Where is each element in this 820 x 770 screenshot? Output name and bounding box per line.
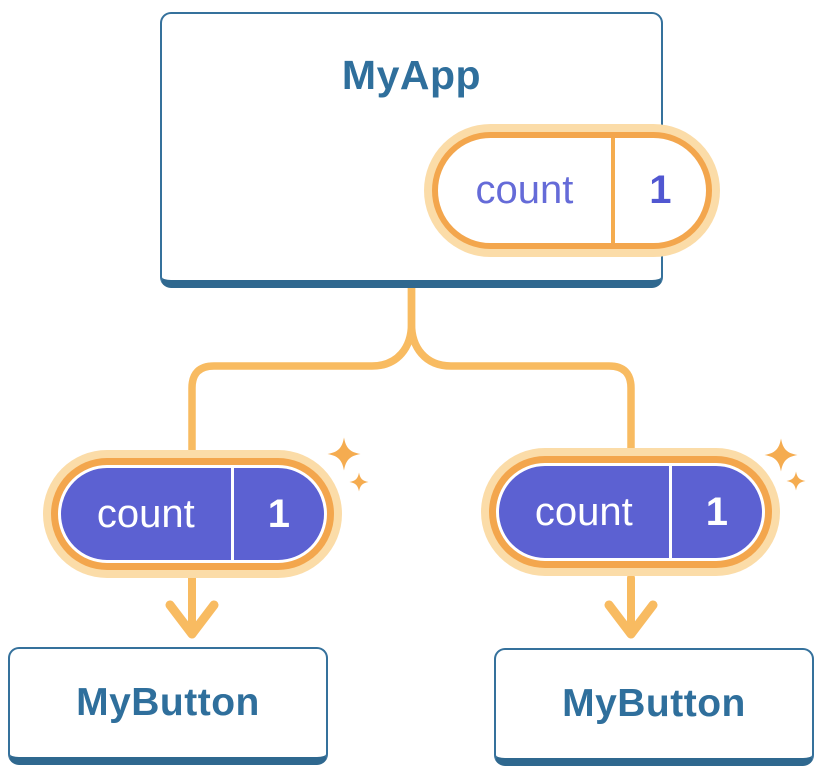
- state-name-label: count: [475, 168, 574, 212]
- myapp-title: MyApp: [341, 52, 482, 98]
- left-mybutton-card: MyButton: [8, 647, 328, 765]
- sparkle-icon: [327, 437, 361, 471]
- connector-left-branch: [188, 284, 416, 472]
- arrow-down-left-icon: [165, 574, 219, 639]
- state-name-label: count: [534, 489, 633, 534]
- state-value-label: 1: [668, 466, 762, 558]
- myapp-card: MyApp count 1: [160, 12, 712, 288]
- right-state-pill: count 1: [496, 463, 765, 561]
- mybutton-title: MyButton: [562, 682, 746, 725]
- sparkle-icon: [349, 472, 369, 492]
- sparkle-icon: [786, 471, 806, 491]
- state-value-label: 1: [610, 138, 706, 243]
- left-state-pill: count 1: [58, 465, 327, 563]
- root-state-pill: count 1: [432, 132, 712, 249]
- sparkle-icon: [764, 438, 798, 472]
- state-value-label: 1: [230, 468, 324, 560]
- right-mybutton-card: MyButton: [494, 648, 814, 766]
- connector-right-branch: [407, 284, 635, 472]
- mybutton-title: MyButton: [76, 681, 260, 724]
- state-name-label: count: [96, 491, 195, 536]
- arrow-down-right-icon: [604, 574, 658, 639]
